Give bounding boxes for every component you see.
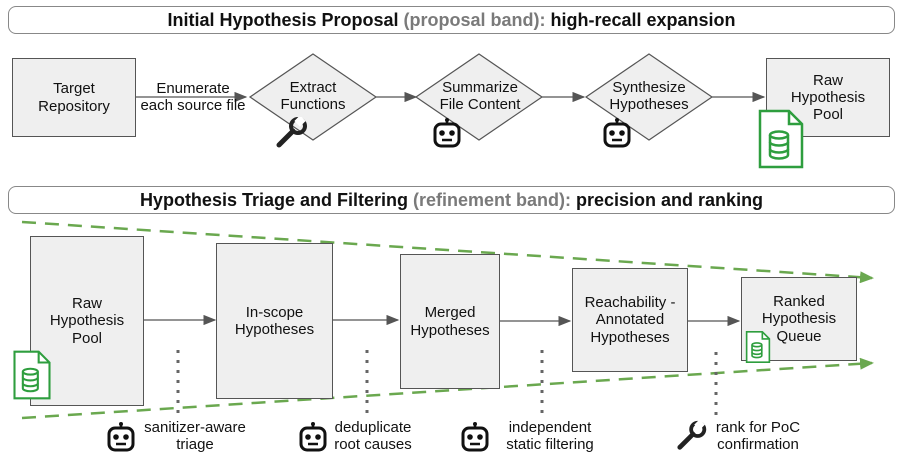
step-sanitizer-triage: sanitizer-aware triage [136, 419, 254, 454]
merged-box: Merged Hypotheses [400, 254, 500, 389]
summarize-label: Summarize File Content [432, 74, 528, 118]
refinement-band-title: Hypothesis Triage and Filtering (refinem… [8, 186, 895, 214]
step-static-filtering: independent static filtering [490, 419, 610, 454]
refinement-title-muted: (refinement band): [413, 189, 572, 210]
extract-functions-label: Extract Functions [272, 74, 354, 118]
step3-line1: independent [508, 419, 592, 436]
proposal-title-tail: high-recall expansion [550, 9, 736, 30]
extract-functions-text: Extract Functions [280, 78, 346, 113]
step2-line2: root causes [334, 436, 412, 454]
extract-functions-diamond [248, 53, 378, 141]
database-file-icon [745, 331, 771, 363]
robot-icon [107, 422, 135, 452]
wrench-icon [276, 117, 307, 148]
step3-line2: static filtering [506, 436, 594, 454]
proposal-band-title: Initial Hypothesis Proposal (proposal ba… [8, 6, 895, 34]
in-scope-box: In-scope Hypotheses [216, 243, 333, 399]
wrench-icon [677, 420, 707, 450]
step4-line2: confirmation [717, 436, 799, 454]
funnel-upper-line [21, 220, 874, 284]
robot-icon [433, 118, 461, 148]
raw-pool-box-top: Raw Hypothesis Pool [766, 58, 890, 137]
enumerate-line2: each source file [140, 97, 246, 115]
target-repository-label: Target Repository [38, 80, 110, 115]
step1-line1: sanitizer-aware [144, 419, 246, 436]
summarize-text: Summarize File Content [439, 78, 521, 113]
reachability-label: Reachability -Annotated Hypotheses [584, 294, 676, 346]
target-repository-box: Target Repository [12, 58, 136, 137]
step-rank-poc: rank for PoC confirmation [706, 419, 810, 454]
refinement-title-tail: precision and ranking [576, 189, 764, 210]
refinement-title-main: Hypothesis Triage and Filtering [139, 189, 408, 210]
enumerate-line1: Enumerate [156, 80, 230, 97]
robot-icon [461, 422, 489, 452]
step1-line2: triage [176, 436, 214, 454]
database-file-icon [758, 109, 804, 169]
raw-pool-bottom-label: Raw Hypothesis Pool [49, 295, 125, 347]
ranked-queue-label: Ranked Hypothesis Queue [761, 293, 837, 345]
synthesize-label: Synthesize Hypotheses [604, 74, 694, 118]
enumerate-label: Enumerate each source file [136, 80, 250, 115]
proposal-title-muted: (proposal band): [403, 9, 546, 30]
merged-label: Merged Hypotheses [410, 304, 490, 339]
step2-line1: deduplicate [334, 419, 412, 436]
robot-icon [299, 422, 327, 452]
step-deduplicate: deduplicate root causes [328, 419, 418, 454]
raw-pool-top-label: Raw Hypothesis Pool [790, 71, 866, 124]
funnel-lower-line [21, 357, 874, 420]
proposal-title-main: Initial Hypothesis Proposal [167, 9, 399, 30]
database-file-icon [13, 350, 51, 400]
synthesize-text: Synthesize Hypotheses [609, 78, 689, 113]
robot-icon [603, 118, 631, 148]
step4-line1: rank for PoC [715, 419, 801, 436]
reachability-box: Reachability -Annotated Hypotheses [572, 268, 688, 372]
in-scope-label: In-scope Hypotheses [234, 303, 315, 338]
